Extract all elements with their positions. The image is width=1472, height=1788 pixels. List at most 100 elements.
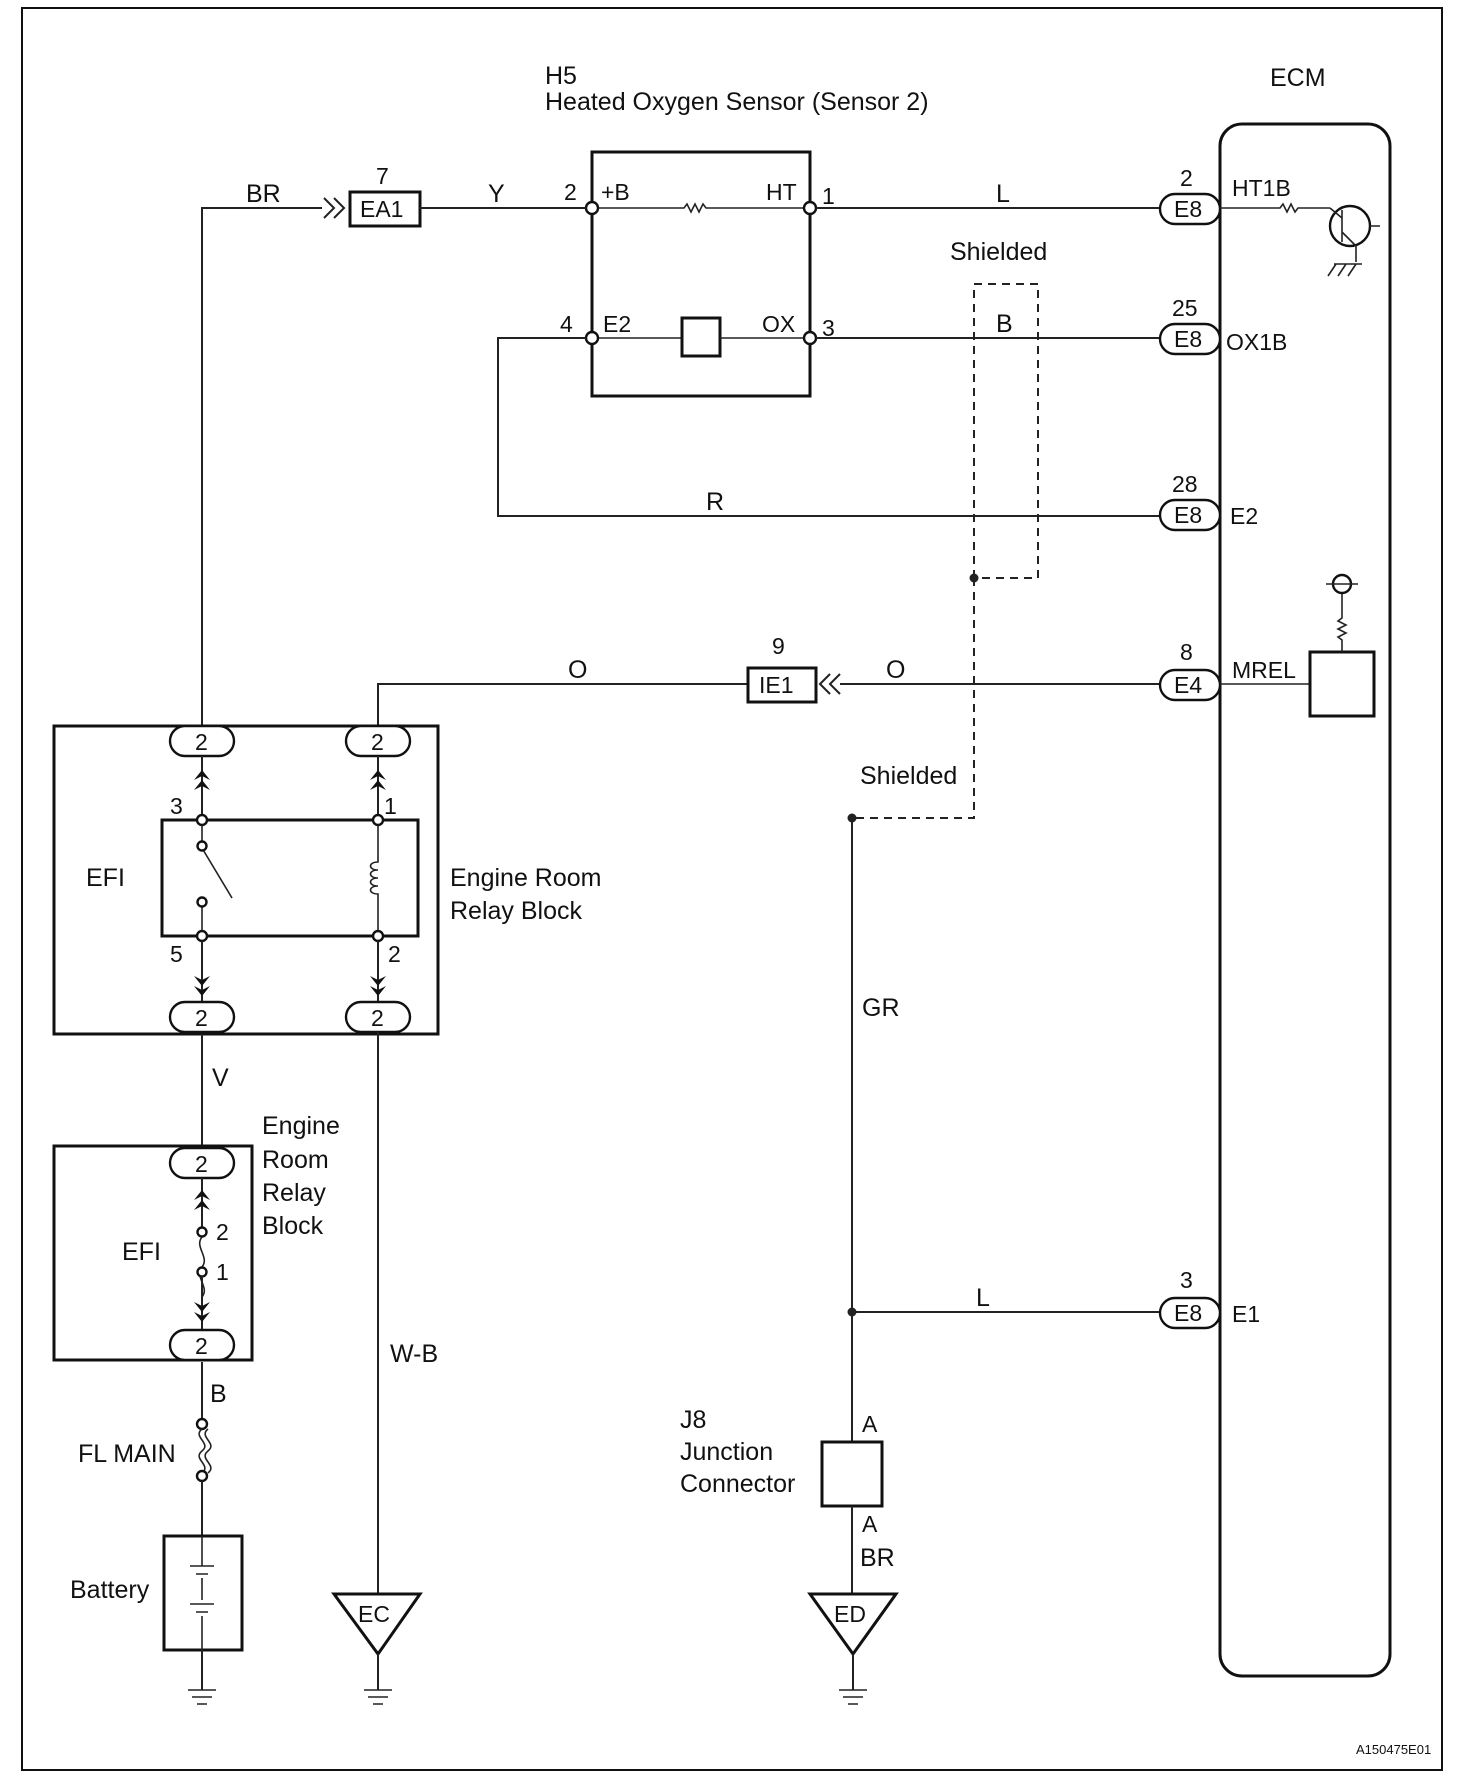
sensor-heater-resistor bbox=[592, 202, 810, 214]
ecm-e1-conn bbox=[1158, 1296, 1222, 1330]
ground-ec bbox=[331, 1592, 423, 1657]
ecm-e1-term: E1 bbox=[1232, 1301, 1260, 1327]
ecm-box bbox=[1218, 122, 1392, 1678]
ea1-chevron bbox=[323, 197, 346, 219]
wire-r bbox=[497, 337, 1160, 517]
relay-pin2: 2 bbox=[388, 941, 401, 967]
fl-main-fuse bbox=[198, 1428, 212, 1474]
fuse-block-line4: Block bbox=[262, 1212, 324, 1240]
ecm-title: ECM bbox=[1270, 64, 1326, 92]
fuse-c-top-label: 2 bbox=[195, 1151, 208, 1177]
sensor-label-ht: HT bbox=[766, 179, 797, 205]
ecm-mrel-conn bbox=[1158, 668, 1222, 702]
sensor-pin-e2: 4 bbox=[560, 311, 573, 337]
ecm-e1-conn-label: E8 bbox=[1174, 1300, 1202, 1326]
wire-br-bottom-label: BR bbox=[860, 1544, 895, 1572]
ecm-transistor-ground bbox=[1327, 263, 1362, 277]
ecm-mrel-resistor bbox=[1336, 586, 1348, 652]
diagram-frame bbox=[21, 7, 1443, 1771]
sensor-code: H5 bbox=[545, 62, 577, 90]
relay-coil bbox=[369, 825, 379, 931]
relay-switch bbox=[201, 825, 233, 931]
ecm-ox1b-conn bbox=[1158, 322, 1222, 356]
junction-j8 bbox=[820, 1440, 884, 1508]
shield-top bbox=[973, 283, 1039, 579]
junction-line2: Connector bbox=[680, 1470, 795, 1498]
ecm-e1-pin: 3 bbox=[1180, 1267, 1193, 1293]
ecm-e2-pin: 28 bbox=[1172, 471, 1198, 497]
wire-b-label: B bbox=[996, 310, 1013, 338]
relay-block-box bbox=[52, 724, 440, 1036]
fuse-c-bottom-label: 2 bbox=[195, 1333, 208, 1359]
battery-label: Battery bbox=[70, 1576, 150, 1604]
sensor-name: Heated Oxygen Sensor (Sensor 2) bbox=[545, 88, 929, 116]
ecm-ox1b-term: OX1B bbox=[1226, 329, 1287, 355]
wire-o-left-label: O bbox=[568, 656, 587, 684]
connector-ie1-pin: 9 bbox=[772, 633, 785, 659]
shield-line bbox=[852, 578, 975, 819]
ecm-e2-term: E2 bbox=[1230, 503, 1258, 529]
battery-ground-icon bbox=[188, 1689, 216, 1705]
fl-main-label: FL MAIN bbox=[78, 1440, 176, 1468]
ie1-chevron bbox=[818, 673, 841, 695]
relay-block-line2: Relay Block bbox=[450, 897, 582, 925]
shielded-top-label: Shielded bbox=[950, 238, 1047, 266]
wire-o-left bbox=[377, 683, 748, 726]
wire-y-label: Y bbox=[488, 180, 505, 208]
sensor-box bbox=[590, 150, 812, 398]
connector-ea1-name: EA1 bbox=[360, 196, 403, 222]
fuse-block-box bbox=[52, 1144, 254, 1362]
sensor-pin-b: 2 bbox=[564, 179, 577, 205]
connector-ie1 bbox=[746, 666, 818, 704]
ecm-mrel-term: MREL bbox=[1232, 657, 1296, 683]
relay-c1-label: 2 bbox=[195, 729, 208, 755]
fuse-block-line2: Room bbox=[262, 1146, 329, 1174]
ground-ed-label: ED bbox=[834, 1601, 866, 1627]
fuse-block-line3: Relay bbox=[262, 1179, 326, 1207]
ecm-ht1b-conn-label: E8 bbox=[1174, 196, 1202, 222]
junction-top: A bbox=[862, 1411, 878, 1437]
ground-ec-label: EC bbox=[358, 1601, 390, 1627]
junction-bottom: A bbox=[862, 1511, 878, 1537]
ecm-ht1b-term: HT1B bbox=[1232, 175, 1291, 201]
relay-block-line1: Engine Room bbox=[450, 864, 601, 892]
ecm-mrel-conn-label: E4 bbox=[1174, 672, 1202, 698]
fuse-c-bottom bbox=[168, 1328, 236, 1362]
wire-o-right-label: O bbox=[886, 656, 905, 684]
ecm-ox1b-conn-label: E8 bbox=[1174, 326, 1202, 352]
connector-ie1-name: IE1 bbox=[759, 672, 794, 698]
wire-r-label: R bbox=[706, 488, 724, 516]
wire-gr-label: GR bbox=[862, 994, 900, 1022]
battery-box bbox=[162, 1534, 244, 1652]
ecm-ht1b-conn bbox=[1158, 192, 1222, 226]
sensor-label-ox: OX bbox=[762, 311, 795, 337]
ecm-e2-conn bbox=[1158, 498, 1222, 532]
wire-l-bottom-label: L bbox=[976, 1284, 990, 1312]
wire-br-top-label: BR bbox=[246, 180, 281, 208]
relay-name: EFI bbox=[86, 864, 125, 892]
wire-l-top-label: L bbox=[996, 180, 1010, 208]
relay-pin1: 1 bbox=[384, 793, 397, 819]
ed-ground-icon bbox=[839, 1689, 867, 1705]
wire-br-top bbox=[201, 207, 322, 726]
junction-line1: Junction bbox=[680, 1438, 773, 1466]
fuse-block-name: EFI bbox=[122, 1238, 161, 1266]
sensor-label-e2: E2 bbox=[603, 311, 631, 337]
battery-cells bbox=[190, 1536, 214, 1650]
relay-c3 bbox=[168, 1000, 236, 1034]
ecm-ht1b-pin: 2 bbox=[1180, 165, 1193, 191]
relay-c2-label: 2 bbox=[371, 729, 384, 755]
sensor-pin-ox: 3 bbox=[822, 315, 835, 341]
sensor-label-b: +B bbox=[601, 179, 630, 205]
fuse-pin1: 1 bbox=[216, 1259, 229, 1285]
ground-ed bbox=[807, 1592, 899, 1657]
ec-ground-icon bbox=[364, 1689, 392, 1705]
relay-pin3: 3 bbox=[170, 793, 183, 819]
junction-code: J8 bbox=[680, 1406, 706, 1434]
fuse-block-line1: Engine bbox=[262, 1112, 340, 1140]
ecm-e2-conn-label: E8 bbox=[1174, 502, 1202, 528]
wire-b-bottom-label: B bbox=[210, 1380, 227, 1408]
ecm-mrel-pin: 8 bbox=[1180, 639, 1193, 665]
ecm-ox1b-pin: 25 bbox=[1172, 295, 1198, 321]
